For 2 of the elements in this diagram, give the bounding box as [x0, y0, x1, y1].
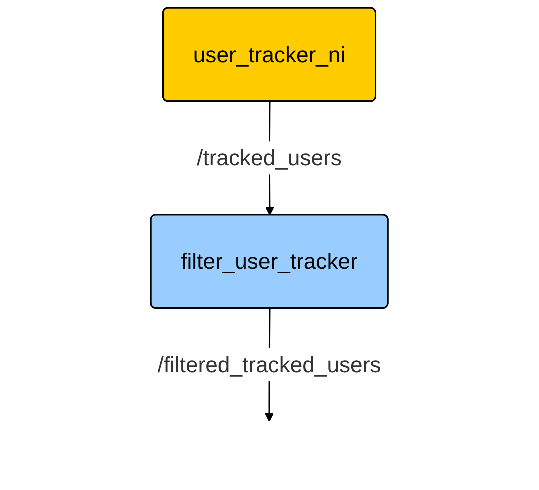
edge-label: /tracked_users	[197, 146, 342, 171]
edge-label: /filtered_tracked_users	[158, 352, 382, 378]
